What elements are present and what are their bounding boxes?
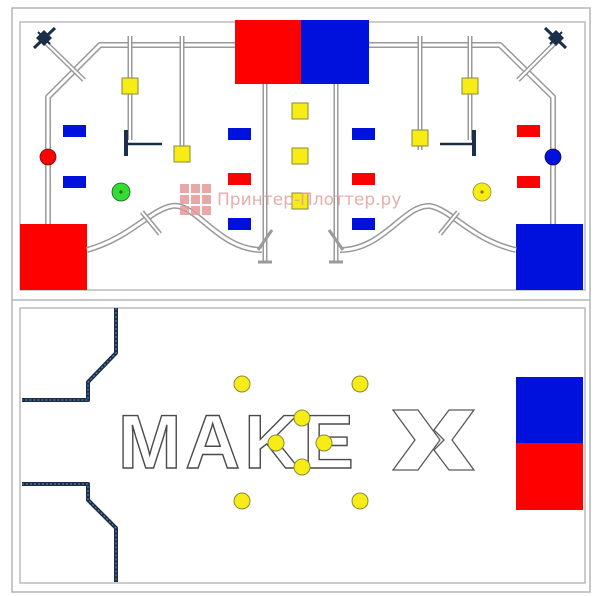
red-ball [39,148,57,166]
right-corner-mechanism [543,26,568,50]
center-right-blue-target-2 [352,218,375,230]
yellow-ball-3 [293,409,311,427]
watermark-text: Принтер-Плоттер.ру [217,189,402,210]
right-red-target-1 [517,125,540,137]
red-start-zone [20,224,87,290]
center-left-blue-target-2 [228,218,251,230]
blue-start-zone [516,224,583,290]
yellow-box-4 [291,147,309,165]
left-corner-mechanism [32,26,57,50]
yellow-box-6 [411,129,429,147]
upper-dark-rail [22,308,118,402]
yellow-ball-5 [315,434,333,452]
yellow-ball-1 [233,375,251,393]
top-center-blue-zone [301,20,369,84]
yellow-box-3 [291,102,309,120]
yellow-box-7 [461,77,479,95]
left-blue-target-2 [63,176,86,188]
lower-dark-rail [22,482,118,582]
yellow-ball-4 [267,434,285,452]
top-center-red-zone [235,20,301,84]
bottom-blue-zone [516,377,583,443]
yellow-box-5 [291,192,309,210]
x-logo-mark [391,409,476,471]
yellow-ball-6 [293,458,311,476]
yellow-box-1 [121,77,139,95]
bottom-field: MAKE [19,307,586,584]
blue-ball [544,148,562,166]
right-lever [440,130,476,156]
top-field [19,20,586,291]
bottom-red-zone [516,443,583,510]
center-left-red-target [228,173,251,185]
center-right-blue-target-1 [352,128,375,140]
left-lever [124,130,162,156]
yellow-ball-7 [233,492,251,510]
make-logo-text: MAKE [118,400,358,485]
right-red-target-2 [517,176,540,188]
yellow-ball-8 [351,492,369,510]
watermark-logo-icon [180,184,211,215]
bottom-field-border [19,307,586,584]
watermark: Принтер-Плоттер.ру [180,184,401,215]
center-left-blue-target-1 [228,128,251,140]
center-right-red-target [352,173,375,185]
yellow-box-2 [173,145,191,163]
left-blue-target-1 [63,125,86,137]
yellow-ball-2 [351,375,369,393]
